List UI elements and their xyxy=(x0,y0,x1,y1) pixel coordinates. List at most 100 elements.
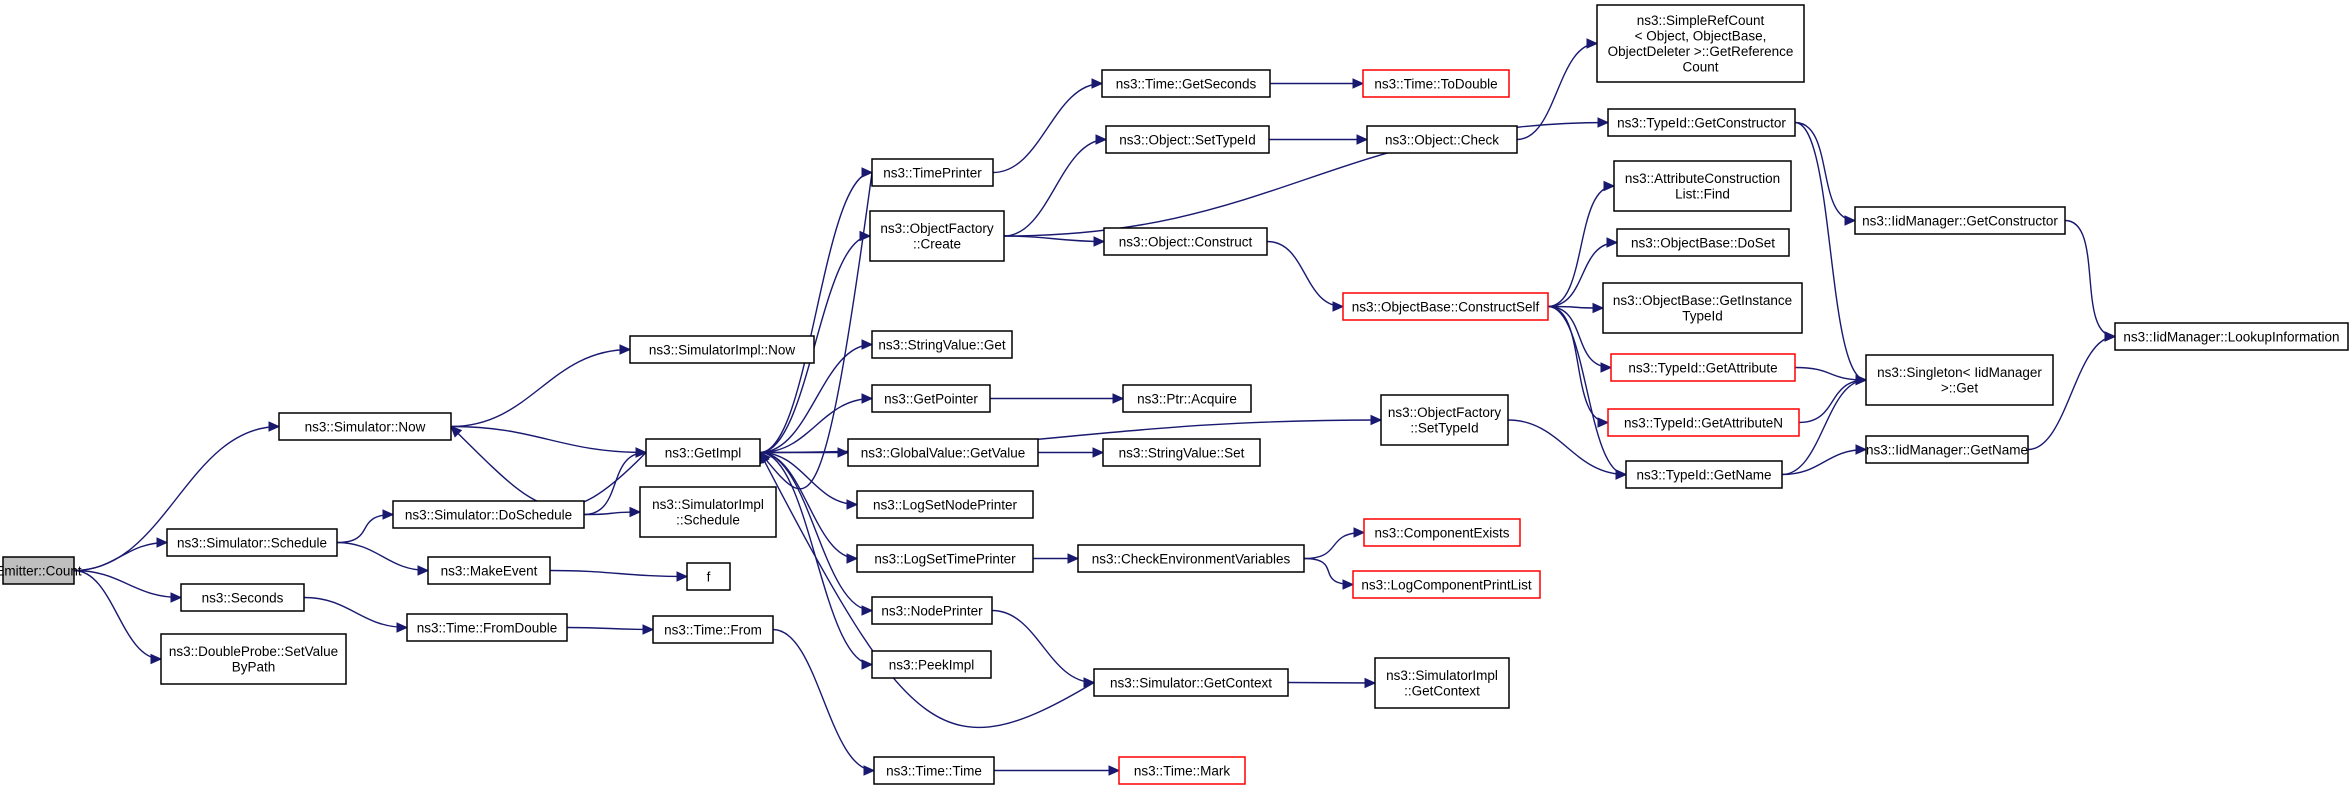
arrowhead-icon xyxy=(1586,38,1599,49)
node-singleton[interactable]: ns3::Singleton< IidManager>::Get xyxy=(1865,354,2054,406)
node-nodeprinter[interactable]: ns3::NodePrinter xyxy=(871,596,993,625)
node-lognodep[interactable]: ns3::LogSetNodePrinter xyxy=(856,490,1034,519)
edge-line xyxy=(759,452,1095,729)
arrowhead-icon xyxy=(846,499,859,510)
node-box xyxy=(1865,354,2054,406)
arrowhead-icon xyxy=(635,447,648,458)
node-sim-now[interactable]: ns3::Simulator::Now xyxy=(278,412,452,441)
edge-line xyxy=(759,397,873,454)
node-f[interactable]: f xyxy=(686,562,731,591)
node-box xyxy=(871,384,991,413)
call-edge-t_fromdouble-to-t_from xyxy=(566,624,655,635)
node-box xyxy=(1616,228,1790,257)
node-box xyxy=(1602,282,1803,334)
call-edge-seconds-to-t_fromdouble xyxy=(303,596,409,633)
node-logtimep[interactable]: ns3::LogSetTimePrinter xyxy=(856,544,1034,573)
node-ob-doset[interactable]: ns3::ObjectBase::DoSet xyxy=(1616,228,1790,257)
node-label: ns3::Simulator::GetContext xyxy=(1110,675,1272,690)
call-edge-getimpl-to-timeprinter xyxy=(759,167,874,454)
node-checkenv[interactable]: ns3::CheckEnvironmentVariables xyxy=(1077,544,1305,573)
node-label: ns3::Simulator::Schedule xyxy=(177,535,327,550)
call-edge-getimpl-to-getpointer xyxy=(759,393,874,454)
node-makeevent[interactable]: ns3::MakeEvent xyxy=(427,556,551,585)
node-o-construct[interactable]: ns3::Object::Construct xyxy=(1103,227,1268,256)
node-t-fromdouble[interactable]: ns3::Time::FromDouble xyxy=(406,613,568,642)
edge-line xyxy=(1507,419,1627,476)
node-t-time[interactable]: ns3::Time::Time xyxy=(873,756,995,785)
node-sim-sched[interactable]: ns3::Simulator::Schedule xyxy=(166,528,338,557)
edge-line xyxy=(1303,557,1354,586)
call-edge-o_settid-to-o_check xyxy=(1269,134,1369,145)
node-seconds[interactable]: ns3::Seconds xyxy=(180,583,305,612)
node-box xyxy=(392,500,585,529)
edge-line xyxy=(1781,379,1867,476)
node-t-todouble[interactable]: ns3::Time::ToDouble xyxy=(1362,69,1510,98)
node-simimpl-getctx[interactable]: ns3::SimulatorImpl::GetContext xyxy=(1374,657,1510,709)
arrowhead-icon xyxy=(861,339,874,350)
node-o-settid[interactable]: ns3::Object::SetTypeId xyxy=(1105,125,1270,154)
node-of-create[interactable]: ns3::ObjectFactory::Create xyxy=(869,210,1005,262)
node-ptr-acq[interactable]: ns3::Ptr::Acquire xyxy=(1122,384,1252,413)
arrowhead-icon xyxy=(861,393,874,404)
node-tid-getctor[interactable]: ns3::TypeId::GetConstructor xyxy=(1607,108,1796,137)
node-label: ns3::Object::Construct xyxy=(1119,234,1253,249)
node-tid-getattr[interactable]: ns3::TypeId::GetAttribute xyxy=(1610,353,1796,382)
node-getimpl[interactable]: ns3::GetImpl xyxy=(645,438,761,467)
arrowhead-icon xyxy=(846,553,859,564)
node-label: ::GetContext xyxy=(1404,684,1480,699)
node-box xyxy=(856,544,1034,573)
arrowhead-icon xyxy=(619,344,632,355)
edge-line xyxy=(1516,42,1598,141)
arrowhead-icon xyxy=(1615,469,1628,480)
node-o-check[interactable]: ns3::Object::Check xyxy=(1366,125,1518,154)
call-edge-gv_get-to-sv_set xyxy=(1038,447,1105,458)
node-label: List::Find xyxy=(1675,187,1730,202)
node-t-from[interactable]: ns3::Time::From xyxy=(652,615,774,644)
edge-line xyxy=(1003,235,1105,243)
call-edge-getimpl-to-nodeprinter xyxy=(759,451,874,616)
node-label: ns3::PeekImpl xyxy=(889,657,975,672)
node-label: ns3::ObjectFactory xyxy=(880,221,994,236)
node-sv-set[interactable]: ns3::StringValue::Set xyxy=(1102,438,1261,467)
node-t-mark[interactable]: ns3::Time::Mark xyxy=(1118,756,1246,785)
call-edge-o_check-to-srefcount xyxy=(1516,38,1599,141)
node-sim-getctx[interactable]: ns3::Simulator::GetContext xyxy=(1093,668,1289,697)
node-iid-lookup[interactable]: ns3::IidManager::LookupInformation xyxy=(2114,322,2349,351)
node-label: ns3::CheckEnvironmentVariables xyxy=(1092,551,1291,566)
node-logcpl[interactable]: ns3::LogComponentPrintList xyxy=(1352,570,1541,599)
edge-line xyxy=(991,609,1095,684)
edge-line xyxy=(1003,138,1107,237)
call-edge-getimpl-to-sim_now xyxy=(450,425,647,508)
edge-line xyxy=(450,426,647,508)
node-t-getsec[interactable]: ns3::Time::GetSeconds xyxy=(1101,69,1271,98)
node-sim-dosched[interactable]: ns3::Simulator::DoSchedule xyxy=(392,500,585,529)
node-iid-getname[interactable]: ns3::IidManager::GetName xyxy=(1865,435,2029,464)
arrowhead-icon xyxy=(1093,236,1106,247)
node-ob-cself[interactable]: ns3::ObjectBase::ConstructSelf xyxy=(1342,292,1549,321)
node-simimpl-now[interactable]: ns3::SimulatorImpl::Now xyxy=(629,335,815,364)
node-peekimpl[interactable]: ns3::PeekImpl xyxy=(871,650,992,679)
node-compexists[interactable]: ns3::ComponentExists xyxy=(1363,518,1521,547)
arrowhead-icon xyxy=(170,592,183,603)
node-label: ByPath xyxy=(232,660,276,675)
node-simimpl-sched[interactable]: ns3::SimulatorImpl::Schedule xyxy=(639,486,777,538)
node-gv-get[interactable]: ns3::GlobalValue::GetValue xyxy=(847,438,1039,467)
node-tid-getattrn[interactable]: ns3::TypeId::GetAttributeN xyxy=(1607,408,1800,437)
node-srefcount[interactable]: ns3::SimpleRefCount< Object, ObjectBase,… xyxy=(1596,4,1805,83)
node-box xyxy=(1077,544,1305,573)
node-label: ns3::IidManager::GetName xyxy=(1866,442,2028,457)
node-label: ns3::Time::GetSeconds xyxy=(1116,76,1257,91)
node-sv-get[interactable]: ns3::StringValue::Get xyxy=(871,330,1013,359)
call-edge-tid_getname-to-iid_getname xyxy=(1781,444,1868,476)
node-of-settid[interactable]: ns3::ObjectFactory::SetTypeId xyxy=(1380,394,1509,446)
node-iid-getctor[interactable]: ns3::IidManager::GetConstructor xyxy=(1854,206,2066,235)
node-getpointer[interactable]: ns3::GetPointer xyxy=(871,384,991,413)
call-edge-tid_getctor-to-singleton xyxy=(1794,121,1868,386)
node-tid-getname[interactable]: ns3::TypeId::GetName xyxy=(1625,460,1783,489)
node-timeprinter[interactable]: ns3::TimePrinter xyxy=(871,158,994,187)
edge-line xyxy=(566,626,654,631)
node-box xyxy=(427,556,551,585)
